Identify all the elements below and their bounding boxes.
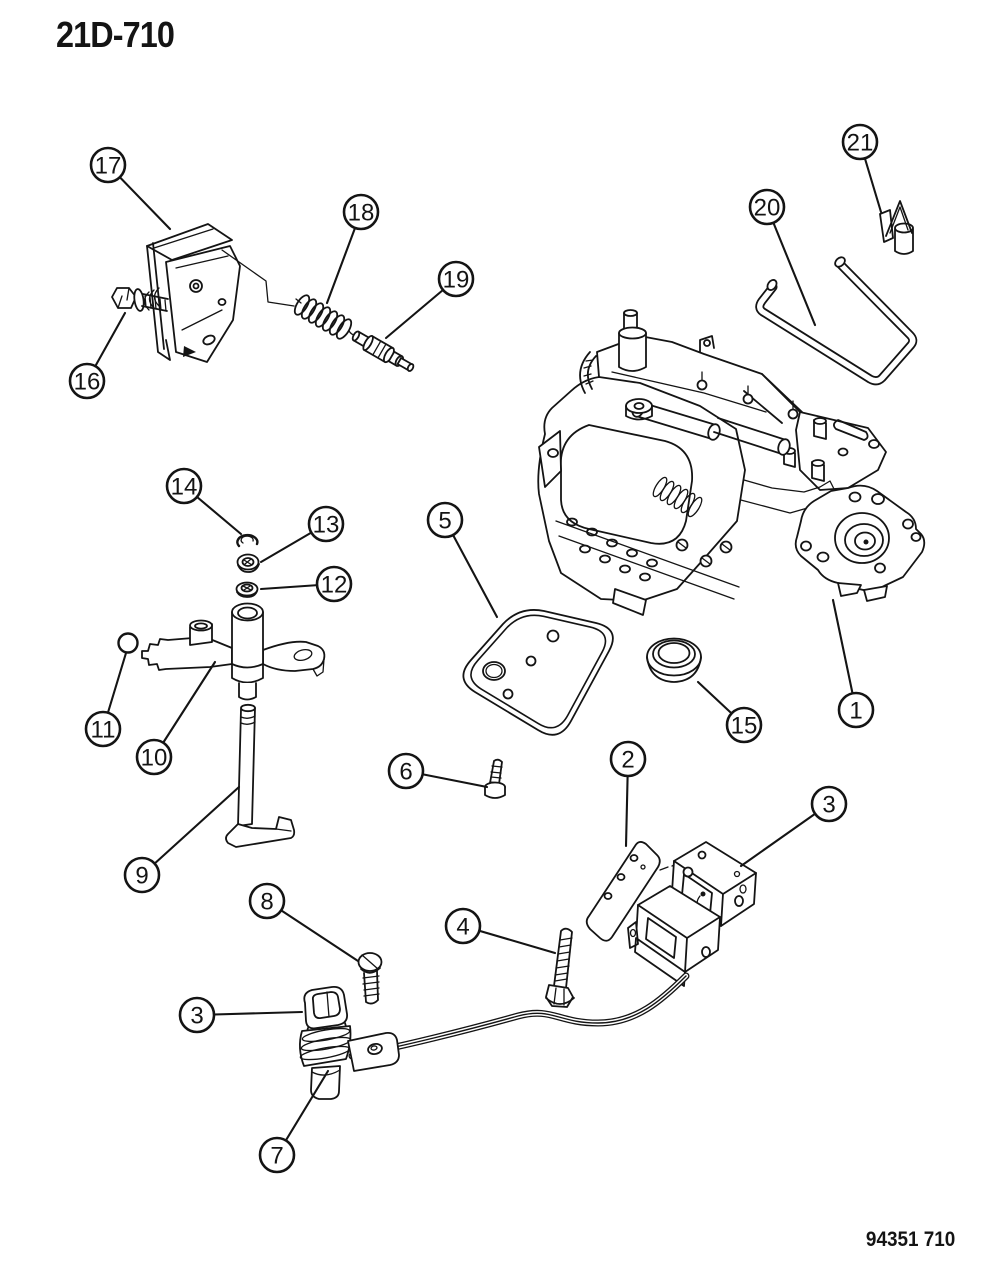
callout-5: 5 (426, 501, 499, 619)
callout-3b: 3 (178, 996, 304, 1034)
diagram-code: 21D-710 (56, 14, 175, 55)
callout-11: 11 (84, 651, 128, 748)
wiring-harness (348, 972, 690, 1060)
speed-sensor (299, 986, 400, 1100)
callout-circle-19 (437, 260, 475, 298)
callout-number-14: 14 (171, 474, 198, 501)
callout-number-3a: 3 (822, 792, 835, 819)
callout-number-2: 2 (621, 747, 634, 774)
o-ring (117, 632, 139, 654)
callout-number-12: 12 (321, 572, 348, 599)
leader-line-5 (443, 518, 499, 619)
callout-circle-8 (248, 882, 286, 920)
leader-line-1 (831, 598, 858, 712)
callout-circle-16 (68, 362, 106, 400)
callout-circle-3b (178, 996, 216, 1034)
shift-rod (225, 703, 296, 848)
callout-number-16: 16 (74, 369, 101, 396)
oil-tube (755, 256, 918, 386)
callout-number-10: 10 (141, 745, 168, 772)
callout-6: 6 (387, 752, 489, 790)
callout-1: 1 (831, 598, 875, 729)
callout-16: 16 (68, 311, 127, 400)
callout-circle-3a (810, 785, 848, 823)
callout-circle-7 (258, 1136, 296, 1174)
tube-clip (879, 200, 914, 255)
callout-number-4: 4 (456, 914, 469, 941)
callout-number-13: 13 (313, 512, 340, 539)
throttle-spring (293, 294, 353, 340)
callout-20: 20 (748, 188, 817, 327)
callout-circle-21 (841, 123, 879, 161)
seal-ring (646, 637, 702, 683)
leader-line-20 (765, 205, 817, 327)
throttle-valve (348, 330, 415, 372)
leader-line-9 (140, 785, 241, 877)
callout-number-19: 19 (443, 267, 470, 294)
manual-lever (141, 602, 326, 701)
callout-circle-18 (342, 193, 380, 231)
callout-12: 12 (259, 565, 353, 603)
callout-number-20: 20 (754, 195, 781, 222)
mounting-bolt-4 (545, 927, 575, 1008)
callout-8: 8 (248, 882, 360, 963)
callout-circle-6 (387, 752, 425, 790)
callout-number-7: 7 (270, 1143, 283, 1170)
callout-21: 21 (841, 123, 883, 214)
kickdown-bracket (143, 223, 241, 363)
callout-number-15: 15 (731, 713, 758, 740)
callout-circle-15 (725, 706, 763, 744)
callout-circle-9 (123, 856, 161, 894)
callout-number-17: 17 (95, 153, 122, 180)
leader-line-10 (152, 660, 217, 759)
callout-circle-17 (89, 146, 127, 184)
retainer-clip-14 (236, 533, 259, 548)
callout-number-6: 6 (399, 759, 412, 786)
callout-circle-11 (84, 710, 122, 748)
callout-circle-5 (426, 501, 464, 539)
callout-17: 17 (89, 146, 172, 231)
callout-18: 18 (325, 193, 380, 305)
bracket-screw-16 (111, 287, 169, 312)
callout-number-3b: 3 (190, 1003, 203, 1030)
callout-number-5: 5 (438, 508, 451, 535)
converter-boss (834, 512, 890, 564)
callout-19: 19 (384, 260, 475, 340)
washer-13 (236, 553, 260, 573)
callout-circle-10 (135, 738, 173, 776)
valve-body-filter-gasket (462, 609, 614, 736)
kickdown-link-line (221, 249, 295, 307)
callout-3a: 3 (739, 785, 848, 868)
seal-washer-12 (235, 581, 259, 598)
callout-circle-12 (315, 565, 353, 603)
callout-13: 13 (259, 505, 345, 564)
accumulator-spring (652, 476, 703, 518)
valve-body-assembly (537, 309, 926, 616)
callout-circle-1 (837, 691, 875, 729)
callout-circle-14 (165, 467, 203, 505)
callout-15: 15 (696, 680, 763, 744)
screw-8 (357, 952, 383, 1005)
callout-number-8: 8 (260, 889, 273, 916)
callout-number-11: 11 (91, 717, 116, 744)
callout-14: 14 (165, 467, 243, 536)
callout-2: 2 (609, 740, 647, 848)
figure-code: 94351 710 (865, 1228, 955, 1251)
callout-9: 9 (123, 785, 241, 894)
callout-circle-2 (609, 740, 647, 778)
callout-circle-13 (307, 505, 345, 543)
callout-4: 4 (444, 907, 557, 955)
callout-7: 7 (258, 1069, 330, 1174)
callout-10: 10 (135, 660, 217, 776)
callout-circle-4 (444, 907, 482, 945)
callout-number-21: 21 (847, 130, 874, 157)
solenoid-assembly (627, 841, 757, 987)
screw-6 (484, 758, 506, 799)
callout-number-1: 1 (849, 698, 862, 725)
callout-number-9: 9 (135, 863, 148, 890)
callout-number-18: 18 (348, 200, 375, 227)
callout-circle-20 (748, 188, 786, 226)
